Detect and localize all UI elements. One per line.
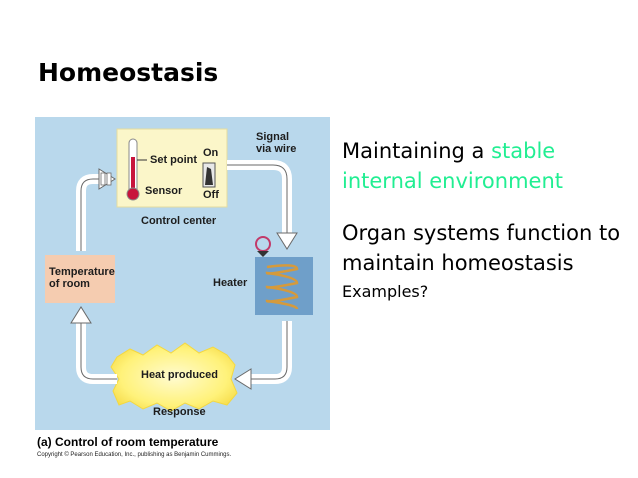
thermometer-icon — [126, 138, 147, 201]
diagram-graphics — [45, 128, 313, 412]
homeostasis-diagram: Signal via wire Set point On Off Sensor … — [35, 117, 330, 430]
off-label: Off — [203, 189, 219, 201]
heater-label: Heater — [213, 277, 248, 289]
temperature-box — [45, 255, 115, 303]
paragraph-stable-environment: Maintaining a stable internal environment — [342, 136, 634, 196]
heat-produced-label: Heat produced — [141, 369, 219, 381]
sensor-label: Sensor — [145, 185, 183, 197]
coil-heater-icon — [255, 236, 313, 315]
control-center-label: Control center — [141, 215, 217, 227]
figure-caption: (a) Control of room temperature — [37, 435, 219, 449]
paragraph-examples: Examples? — [342, 282, 429, 301]
on-label: On — [203, 147, 219, 159]
heat-glow-icon — [110, 342, 238, 412]
signal-label: Signal via wire — [256, 131, 297, 155]
temperature-label: Temperature of room — [49, 266, 115, 290]
switch-icon — [202, 162, 216, 188]
slide-body-text: Maintaining a stable internal environment… — [342, 136, 634, 302]
feedback-arrow-icon — [70, 306, 117, 384]
figure-copyright: Copyright © Pearson Education, Inc., pub… — [37, 452, 232, 458]
set-point-label: Set point — [150, 154, 198, 166]
highlight-internal-environment: internal environment — [342, 169, 563, 193]
input-arrow-icon — [76, 168, 116, 251]
signal-arrow-icon — [227, 160, 298, 250]
p1-text: Maintaining a — [342, 139, 492, 163]
highlight-stable: stable — [491, 139, 556, 163]
paragraph-organ-systems: Organ systems function to maintain homeo… — [342, 221, 621, 275]
response-label: Response — [153, 406, 206, 418]
response-arrow-icon — [234, 321, 292, 390]
slide-title: Homeostasis — [38, 58, 219, 87]
